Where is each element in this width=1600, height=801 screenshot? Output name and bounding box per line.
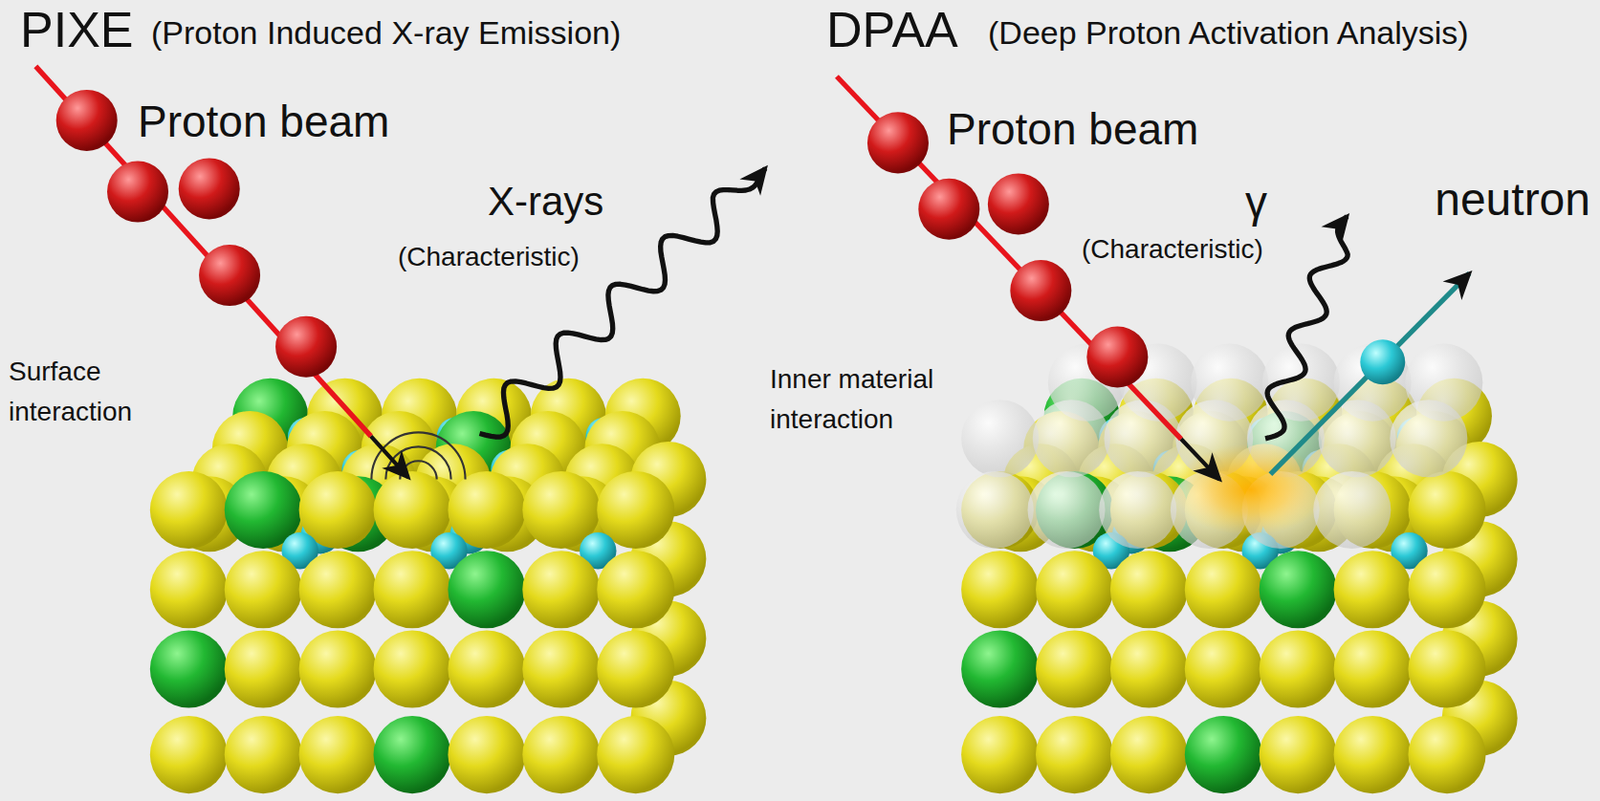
label: (Characteristic): [397, 241, 580, 274]
beam-arrow: [371, 436, 409, 478]
atom-sphere: [224, 630, 303, 708]
label: X-rays: [487, 177, 604, 226]
atom-sphere: [447, 630, 526, 708]
atom-sphere: [961, 716, 1039, 794]
label: (Deep Proton Activation Analysis): [987, 13, 1469, 53]
neutron-sphere: [1359, 339, 1405, 385]
atom-sphere: [1334, 550, 1412, 629]
proton-sphere: [107, 161, 169, 223]
excited-sphere: [1032, 399, 1111, 478]
excited-sphere: [1103, 399, 1182, 478]
atom-sphere: [1110, 716, 1188, 794]
proton-sphere: [56, 89, 118, 152]
atom-sphere: [522, 630, 600, 708]
atom-sphere: [150, 716, 228, 794]
atom-sphere: [447, 550, 526, 629]
atom-sphere: [1259, 716, 1337, 794]
proton-sphere: [987, 173, 1050, 235]
atom-sphere: [224, 550, 303, 629]
excited-sphere: [961, 399, 1039, 478]
atom-sphere: [373, 550, 452, 629]
atom-sphere: [373, 630, 452, 708]
atom-sphere: [1259, 550, 1337, 629]
atom-sphere: [596, 716, 675, 794]
atom-sphere: [522, 550, 600, 629]
proton-sphere: [198, 244, 261, 307]
atom-sphere: [447, 716, 526, 794]
photon-wave: [479, 168, 766, 438]
atom-sphere: [1259, 630, 1337, 708]
excited-sphere: [1027, 471, 1105, 549]
atom-sphere: [1110, 550, 1188, 629]
label: γ: [1245, 175, 1268, 229]
atom-sphere: [1184, 630, 1263, 708]
proton-sphere: [178, 157, 241, 220]
label: Proton beam: [137, 95, 390, 149]
atom-sphere: [299, 550, 377, 629]
impact-arc: [371, 432, 465, 480]
label: Proton beam: [946, 103, 1199, 156]
atom-sphere: [373, 716, 452, 794]
atom-sphere: [522, 716, 600, 794]
proton-sphere: [867, 111, 929, 174]
label: Surface interaction: [8, 351, 191, 433]
excited-sphere: [1389, 399, 1468, 478]
atom-sphere: [1184, 550, 1263, 629]
neutron-path: [1270, 273, 1469, 475]
proton-sphere: [1086, 326, 1148, 388]
atom-sphere: [299, 716, 377, 794]
atom-sphere: [150, 630, 228, 708]
atom-sphere: [1035, 716, 1114, 794]
excited-sphere: [1098, 471, 1177, 549]
heading: DPAA: [826, 0, 959, 60]
atom-sphere: [150, 471, 228, 549]
atom-sphere: [961, 550, 1039, 629]
label: Inner material interaction: [769, 359, 990, 440]
atom-sphere: [299, 630, 377, 708]
label: (Proton Induced X-ray Emission): [151, 13, 621, 53]
atom-sphere: [1407, 716, 1486, 794]
atom-sphere: [1334, 630, 1412, 708]
atom-sphere: [961, 630, 1039, 708]
excited-sphere: [956, 471, 1034, 549]
atom-sphere: [1334, 716, 1412, 794]
atom-sphere: [596, 550, 675, 629]
label: (Characteristic): [1081, 233, 1264, 266]
atom-sphere: [1110, 630, 1188, 708]
beam-arrow: [1181, 438, 1220, 480]
atom-sphere: [224, 716, 303, 794]
atom-sphere: [1407, 630, 1486, 708]
atom-sphere: [150, 550, 228, 629]
proton-sphere: [1009, 260, 1072, 322]
atom-sphere: [1035, 550, 1114, 629]
atom-sphere: [1184, 716, 1263, 794]
proton-sphere: [918, 178, 980, 241]
atom-sphere: [596, 630, 675, 708]
atom-sphere: [1035, 630, 1114, 708]
atom-sphere: [1407, 550, 1486, 629]
heading: PIXE: [20, 0, 134, 60]
proton-sphere: [275, 316, 337, 378]
label: neutron: [1434, 172, 1591, 228]
